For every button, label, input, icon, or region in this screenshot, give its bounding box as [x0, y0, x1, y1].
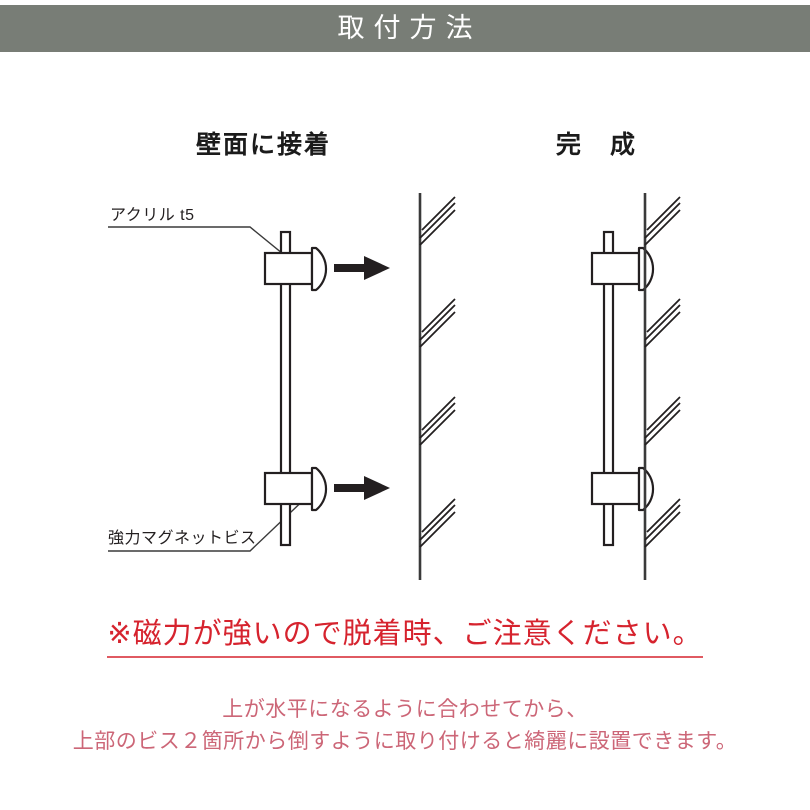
warning-text: ※磁力が強いので脱着時、ご注意ください。 — [107, 618, 703, 659]
wall-left — [418, 193, 456, 580]
diagram-left-panel — [108, 193, 456, 580]
wall-hatch-group — [419, 196, 456, 246]
wall-right — [643, 193, 681, 580]
leader-line-acrylic — [108, 226, 289, 259]
magnet-screw-upper-right — [590, 246, 655, 292]
header-bar: 取付方法 — [0, 5, 810, 52]
arrow-upper — [334, 256, 390, 280]
section-heading-attach-to-wall: 壁面に接着 — [196, 131, 332, 159]
wall-hatch-group — [644, 396, 681, 446]
installation-diagram — [108, 193, 681, 580]
wall-hatch-group — [644, 298, 681, 348]
wall-hatch-group — [419, 396, 456, 446]
notes-block: 上が水平になるように合わせてから、 上部のビス２箇所から倒すように取り付けると綺… — [0, 694, 810, 757]
note-line-2: 上部のビス２箇所から倒すように取り付けると綺麗に設置できます。 — [72, 729, 738, 753]
callout-label-acrylic: アクリル t5 — [110, 207, 195, 224]
wall-hatch-group — [644, 498, 681, 548]
wall-hatch-group — [419, 298, 456, 348]
wall-hatch-group — [644, 196, 681, 246]
note-line-1: 上が水平になるように合わせてから、 — [222, 698, 588, 721]
magnet-screw-lower-left — [263, 466, 328, 512]
callout-label-magnet-screw: 強力マグネットビス — [108, 530, 257, 547]
leader-line-magnet-screw — [108, 491, 313, 552]
diagram-right-panel — [590, 193, 681, 580]
magnet-screw-upper-left — [263, 246, 328, 292]
acrylic-plate-left — [279, 230, 292, 547]
acrylic-plate-right — [602, 230, 615, 547]
wall-hatch-group — [419, 498, 456, 548]
arrow-lower — [334, 476, 390, 500]
section-heading-complete: 完 成 — [556, 131, 638, 159]
page-title: 取付方法 — [337, 13, 482, 43]
warning-block: ※磁力が強いので脱着時、ご注意ください。 — [0, 618, 810, 659]
